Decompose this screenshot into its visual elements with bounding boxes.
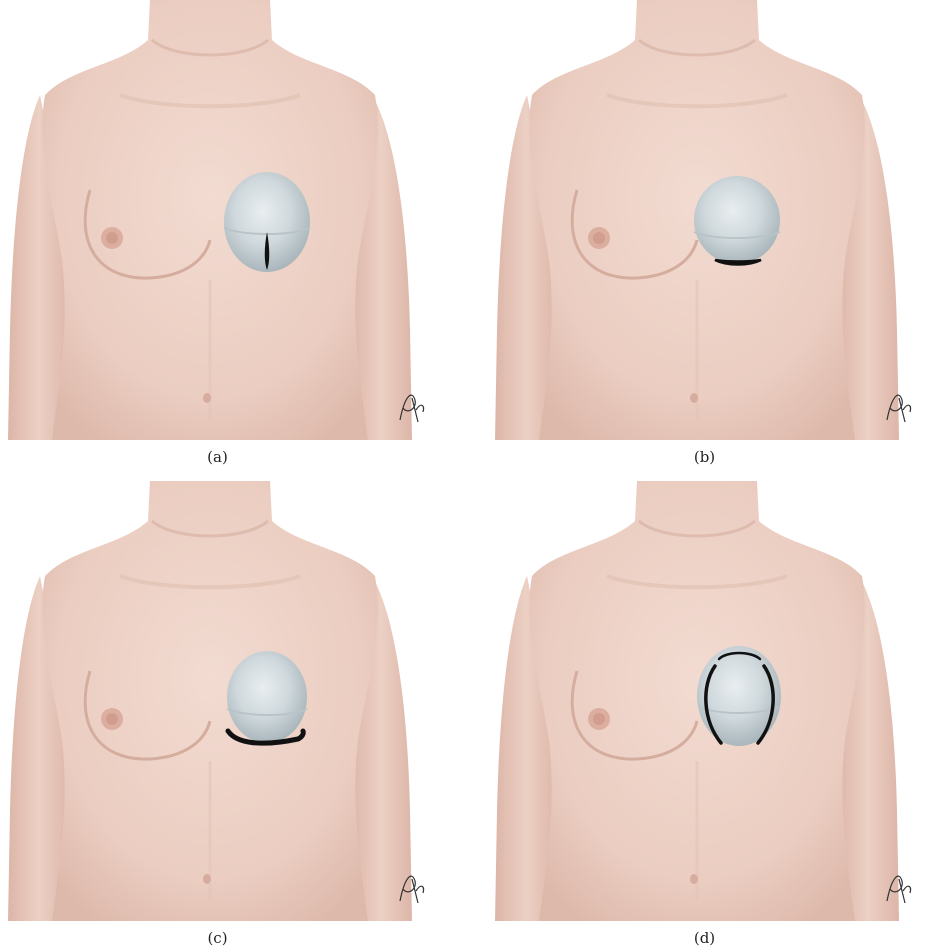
panel-c: (c) bbox=[0, 481, 435, 949]
panel-label: (d) bbox=[487, 929, 922, 947]
navel bbox=[203, 393, 211, 403]
navel bbox=[203, 874, 211, 884]
breast-implant bbox=[694, 176, 780, 264]
incision-inframammary-short bbox=[715, 260, 761, 265]
panel-label: (c) bbox=[0, 929, 435, 947]
torso-illustration bbox=[487, 481, 922, 921]
panel-label: (b) bbox=[487, 448, 922, 466]
panel-d: (d) bbox=[487, 481, 922, 949]
torso-illustration bbox=[487, 0, 922, 440]
torso-illustration bbox=[0, 0, 435, 440]
torso-illustration bbox=[0, 481, 435, 921]
panel-a: (a) bbox=[0, 0, 435, 468]
panel-label: (a) bbox=[0, 448, 435, 466]
breast-implant bbox=[697, 646, 781, 746]
navel bbox=[690, 874, 698, 884]
navel bbox=[690, 393, 698, 403]
panel-b: (b) bbox=[487, 0, 922, 468]
breast-implant bbox=[227, 651, 307, 743]
